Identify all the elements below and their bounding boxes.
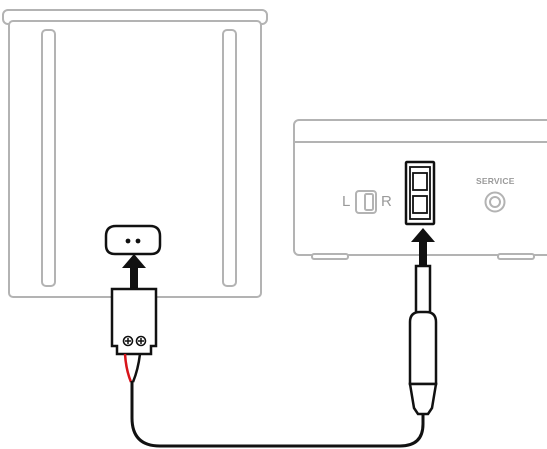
speaker-input-socket (104, 224, 162, 256)
switch-knob (364, 193, 374, 211)
plus-circle-icon (135, 335, 147, 347)
receiver-left-foot (311, 253, 349, 260)
service-port: SERVICE (476, 176, 515, 213)
speaker-right-slot (222, 29, 237, 287)
receiver-plug (408, 264, 438, 416)
receiver-unit: L R SERVICE (293, 119, 547, 260)
receiver-speaker-socket (404, 160, 436, 226)
switch-left-label: L (342, 193, 350, 210)
receiver-right-foot (497, 253, 535, 260)
arrow-up-icon (411, 228, 435, 265)
speaker-cable (123, 353, 425, 448)
speaker-unit (2, 9, 268, 298)
service-label: SERVICE (476, 176, 515, 186)
switch-right-label: R (381, 193, 392, 210)
speaker-left-slot (41, 29, 56, 287)
arrow-up-icon (122, 254, 146, 290)
speaker-plug (110, 287, 158, 356)
left-right-switch[interactable]: L R (342, 190, 392, 214)
plus-circle-icon (122, 335, 134, 347)
